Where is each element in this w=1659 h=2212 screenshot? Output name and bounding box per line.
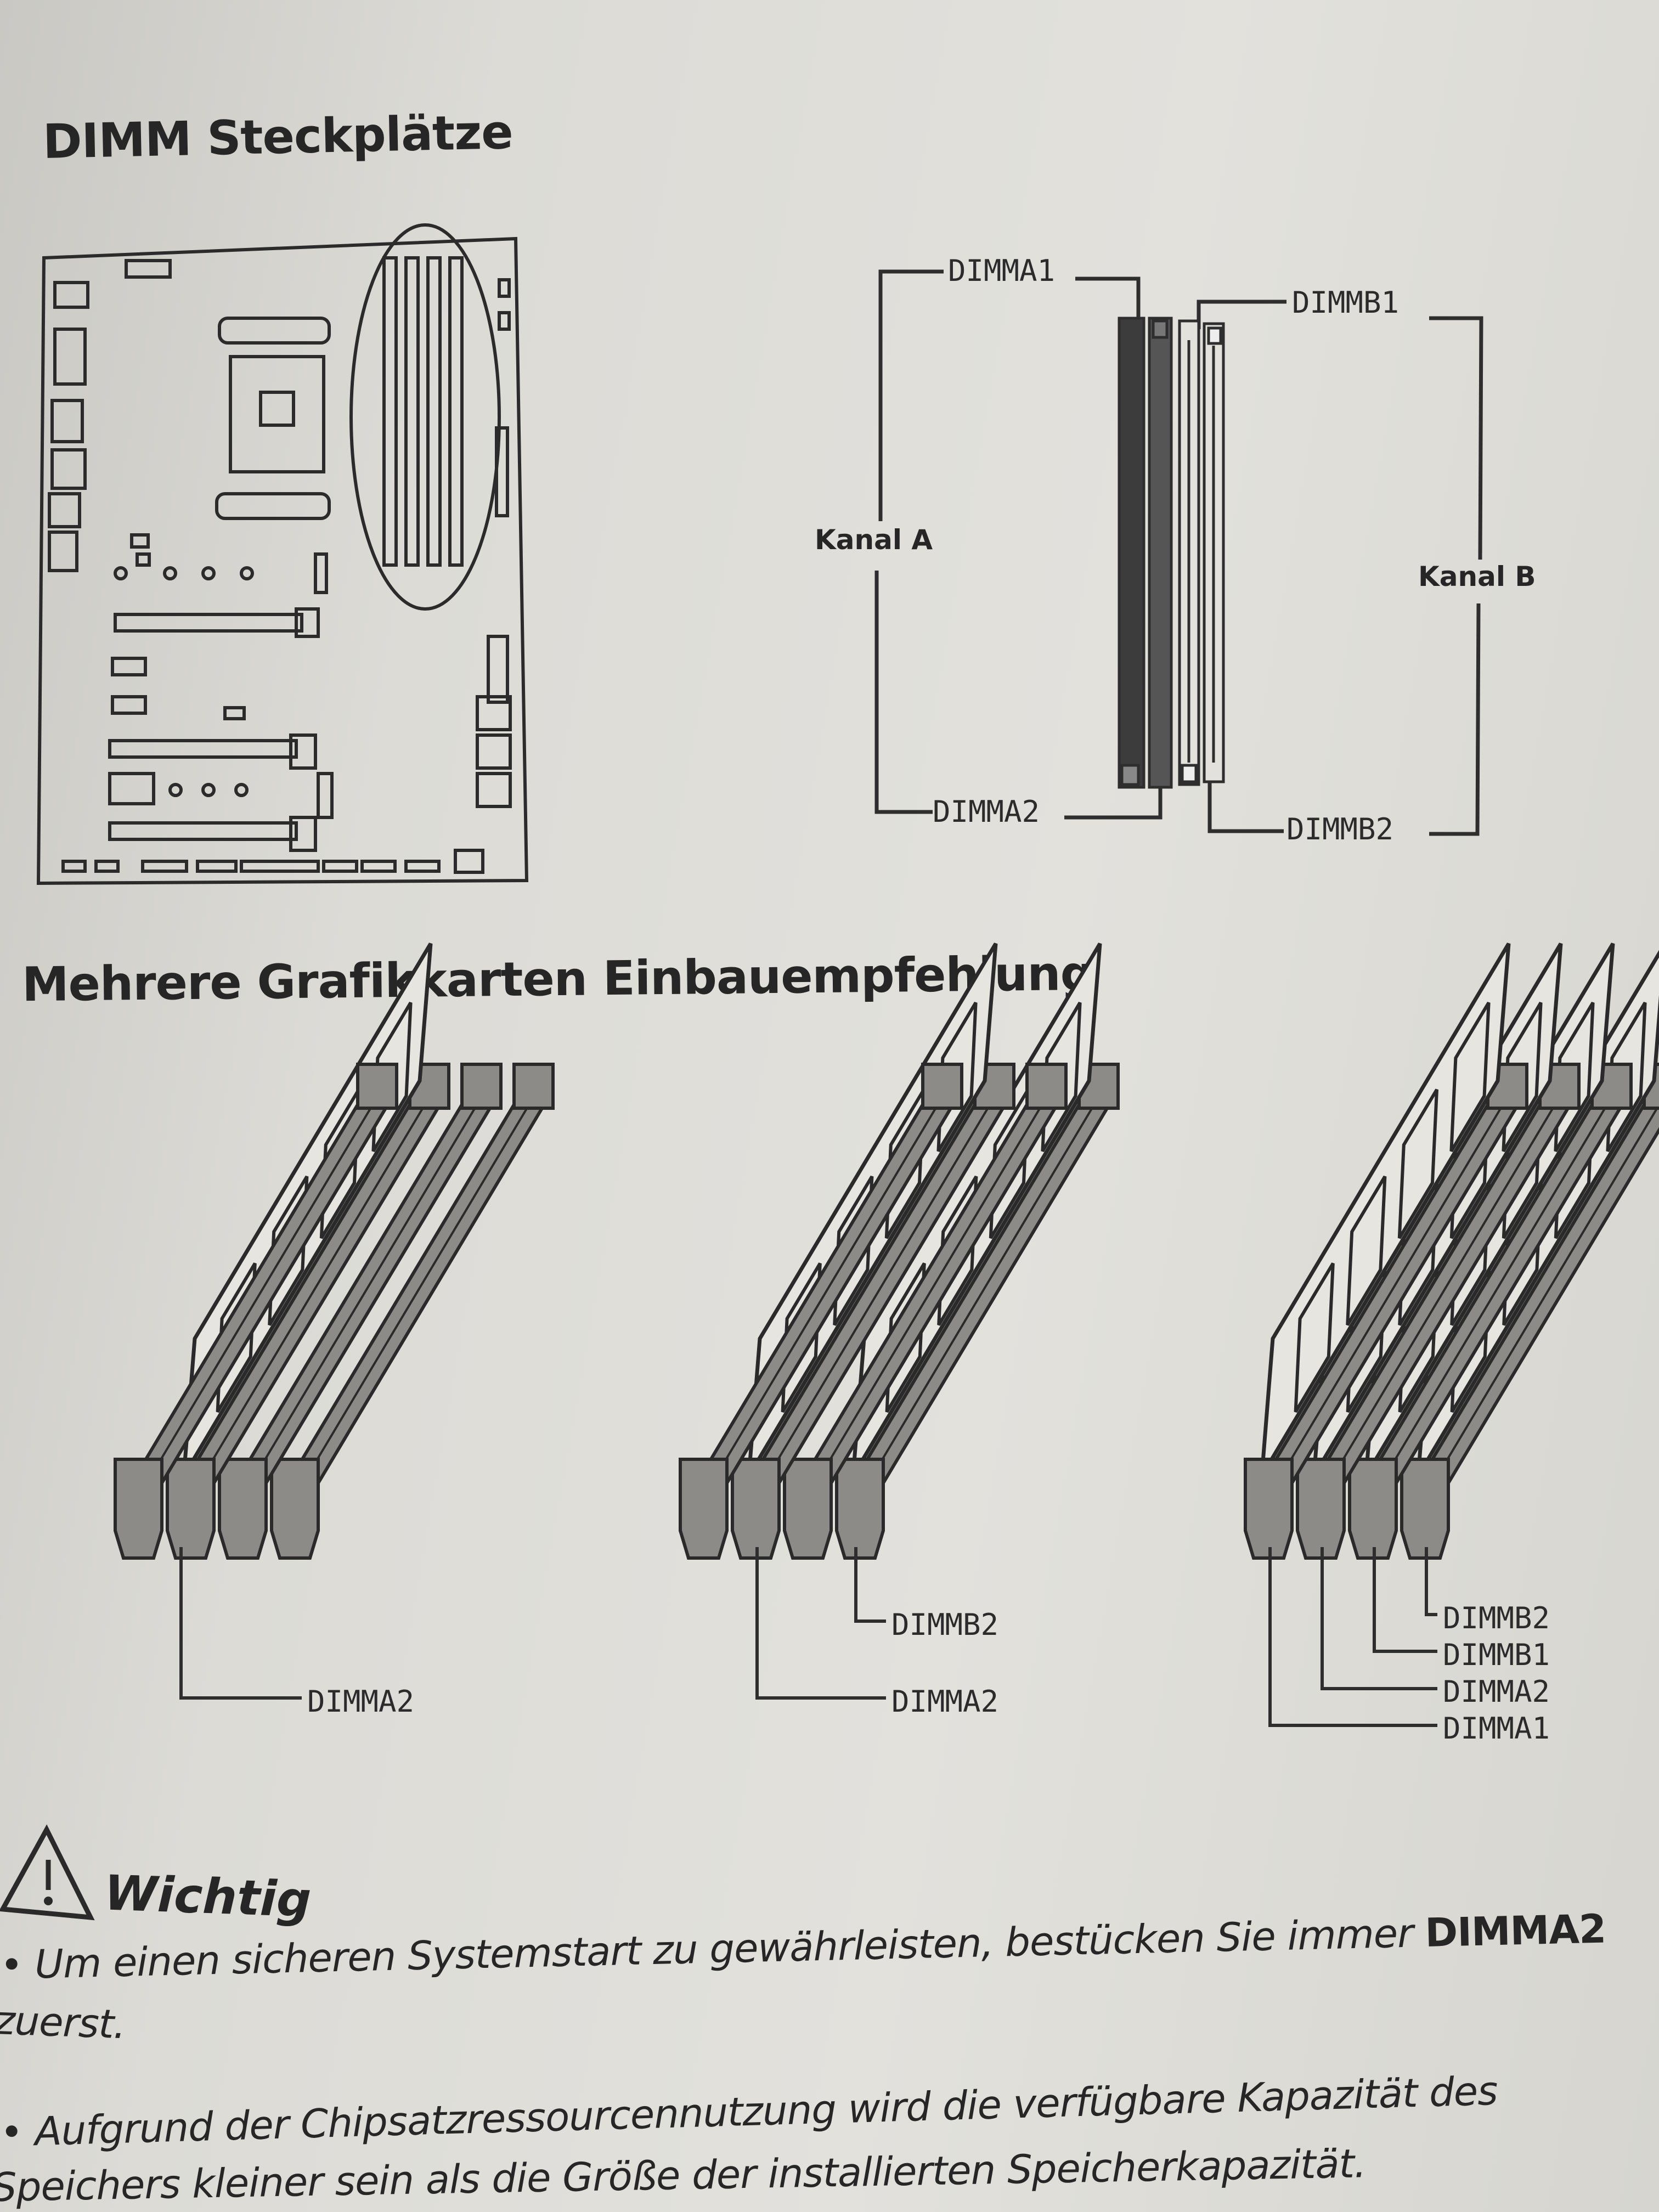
important-heading: Wichtig [103,1864,312,1928]
io-port [53,328,87,386]
dimmb2-leader [1207,768,1284,833]
group1-slot-clip-top [356,1063,398,1110]
config3-label-dimma1: DIMMA1 [1443,1711,1550,1746]
cpu-socket [229,355,325,473]
group3-slot-clip-bottom [1296,1458,1346,1560]
channel-b-bracket-bottom [1429,603,1481,836]
group3-memory-chip [1397,1088,1438,1239]
dimm-slots-highlight-ellipse [349,223,501,611]
dimm-slot [404,256,420,567]
config3-leader-dimmb1 [1373,1547,1437,1653]
config3-label-dimmb1: DIMMB1 [1443,1638,1550,1672]
config2-leader-dimmb2 [854,1547,886,1623]
bullet-1-bold: DIMMA2 [1424,1905,1606,1956]
label-channel-a: Kanal A [815,524,933,556]
pcie-slot [108,821,298,841]
cpu-bracket-bottom [215,492,331,520]
channel-a-bracket-top [878,269,944,521]
group3-memory-chip [1346,1175,1387,1326]
group2-slot-groove [861,1096,1100,1493]
warning-triangle-icon [0,1824,95,1921]
group3-slot-groove [1374,1096,1613,1493]
config3-leader-dimma2 [1321,1547,1437,1690]
group1-slot-clip-bottom [114,1458,163,1560]
group1-slot-groove [296,1096,535,1493]
config1-leader-dimma2 [179,1547,302,1700]
group1-slot-clip-bottom [166,1458,216,1560]
motherboard-outline [36,236,529,885]
group3-slot-clip-bottom [1244,1458,1294,1560]
group2-slot-clip-bottom [731,1458,781,1560]
label-dimmb1: DIMMB1 [1292,285,1400,320]
install-illustrations [114,943,1659,1727]
config3-leader-dimma1 [1268,1547,1437,1727]
group1-slot-clip-bottom [270,1458,320,1560]
bullet-dot: • [0,1941,36,1988]
bullet-2-continued: Speichers kleiner sein als die Größe der… [0,2140,1367,2210]
group1-slot-clip-bottom [218,1458,268,1560]
motherboard-diagram [36,223,529,885]
dimma1-leader [1075,276,1141,324]
group3-slot-groove [1270,1096,1509,1493]
group3-memory-chip [1449,1002,1491,1152]
label-dimma2: DIMMA2 [933,794,1040,829]
group1-slot-clip-top [460,1063,503,1110]
io-port [50,399,84,443]
dimm-slot [448,256,464,567]
config2-leader-dimma2 [755,1547,886,1700]
bullet-1-continued: zuerst. [0,1997,127,2048]
channel-a-bracket-bottom [874,571,933,814]
label-channel-b: Kanal B [1418,561,1536,592]
slot-dimma2 [1148,317,1173,789]
dimm-slot [426,256,442,567]
label-dimma1: DIMMA1 [948,253,1056,288]
config1-label-dimma2: DIMMA2 [307,1684,415,1719]
group2-slot-groove [705,1096,944,1493]
config2-label-dimmb2: DIMMB2 [891,1607,999,1642]
config3-leader-dimmb2 [1425,1547,1437,1616]
cpu-bracket-top [218,317,331,345]
channel-b-bracket-top [1429,316,1483,560]
io-port [50,448,87,490]
group2-slot-clip-bottom [835,1458,885,1560]
config3-label-dimmb2: DIMMB2 [1443,1601,1550,1635]
pcie-slot [114,613,303,633]
group2-slot-clip-bottom [783,1458,833,1560]
config2-label-dimma2: DIMMA2 [891,1684,999,1719]
group2-slot-clip-top [1025,1063,1068,1110]
group1-slot-groove [140,1096,379,1493]
group2-slot-groove [809,1096,1048,1493]
group3-slot-groove [1426,1103,1659,1493]
pcie-slot [108,739,298,759]
cpu-socket-center [259,391,295,427]
bullet-dot: • [0,2108,36,2155]
header [125,259,172,279]
group3-slot-groove [1322,1096,1561,1493]
label-dimmb2: DIMMB2 [1286,812,1394,847]
group2-slot-groove [757,1096,996,1493]
slot-dimma1 [1118,317,1146,789]
io-port [53,281,89,309]
io-port [48,531,78,572]
group2-slot-clip-top [921,1063,963,1110]
group2-slot-clip-bottom [679,1458,729,1560]
group1-slot-groove [244,1096,483,1493]
group3-slot-clip-bottom [1400,1458,1450,1560]
io-port [48,492,81,528]
dimm-channel-diagram [874,269,1483,836]
group3-slot-clip-bottom [1348,1458,1398,1560]
group3-memory-module-1 [1260,943,1511,1477]
group1-slot-groove [192,1096,431,1493]
group1-slot-clip-top [512,1063,555,1110]
dimm-slot [382,256,398,567]
group3-memory-chip [1294,1262,1335,1413]
config3-label-dimma2: DIMMA2 [1443,1674,1550,1709]
